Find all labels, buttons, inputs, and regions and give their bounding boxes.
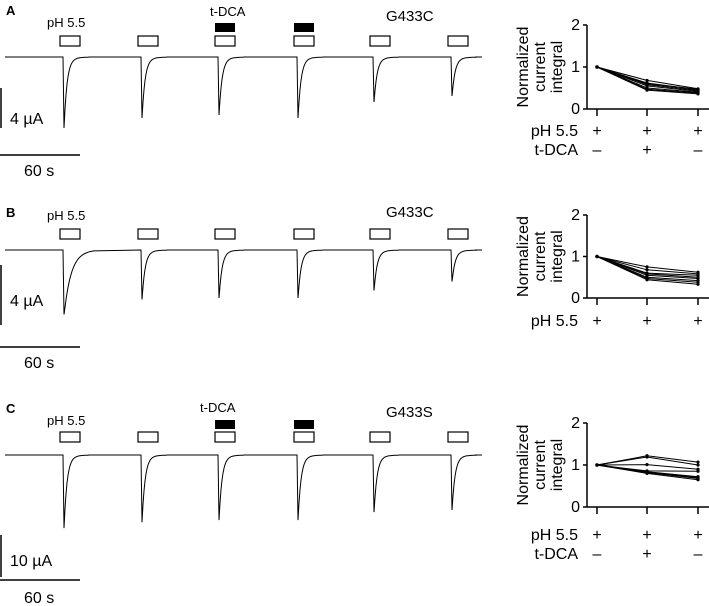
scale-current-b: 4 µA xyxy=(10,293,44,310)
condition-symbol: – xyxy=(694,142,703,159)
panel-label-a: A xyxy=(6,3,16,18)
ph-application-box xyxy=(293,431,315,443)
row-label: pH 5.5 xyxy=(531,313,578,330)
ph-application-box xyxy=(447,35,469,47)
data-point xyxy=(645,470,649,474)
y-tick-label: 0 xyxy=(571,290,580,307)
ph-application-box xyxy=(369,228,391,240)
ph-application-box xyxy=(137,35,159,47)
ph-application-box xyxy=(293,35,315,47)
data-point xyxy=(645,268,649,272)
scale-current-c: 10 µA xyxy=(10,553,52,570)
data-point xyxy=(696,476,700,480)
ph-label-c: pH 5.5 xyxy=(47,413,85,428)
y-tick-label: 0 xyxy=(571,101,580,118)
drug-label-c: t-DCA xyxy=(200,400,236,415)
row-label: t-DCA xyxy=(534,546,578,563)
data-point xyxy=(696,460,700,464)
current-trace xyxy=(5,56,482,129)
scale-time-a: 60 s xyxy=(24,163,54,180)
scale-time-c: 60 s xyxy=(24,590,54,606)
condition-symbol: – xyxy=(593,546,602,563)
y-tick-label: 2 xyxy=(571,17,580,34)
y-axis-label: Normalizedcurrentintegral xyxy=(515,216,566,297)
ph-application-box xyxy=(369,35,391,47)
condition-symbol: + xyxy=(642,123,651,140)
ph-application-box xyxy=(59,228,81,240)
ph-label-b: pH 5.5 xyxy=(47,208,85,223)
drug-application-box xyxy=(215,420,235,429)
data-point xyxy=(595,65,599,69)
mutant-label-b: G433C xyxy=(386,204,434,221)
ph-application-box xyxy=(369,431,391,443)
ph-label-a: pH 5.5 xyxy=(47,15,85,30)
ph-application-box xyxy=(214,35,236,47)
data-point xyxy=(645,265,649,269)
data-point xyxy=(645,78,649,83)
data-point xyxy=(595,254,599,259)
scale-current-a: 4 µA xyxy=(10,111,44,128)
scale-time-b: 60 s xyxy=(24,355,54,372)
data-point xyxy=(645,88,649,92)
condition-symbol: – xyxy=(694,546,703,563)
ph-application-box xyxy=(59,35,81,47)
ph-application-box xyxy=(293,228,315,240)
condition-symbol: + xyxy=(693,313,702,330)
ph-application-box xyxy=(214,431,236,443)
condition-symbol: + xyxy=(642,546,651,563)
data-point xyxy=(645,455,649,459)
ph-application-box xyxy=(137,431,159,443)
drug-application-box xyxy=(294,420,314,429)
ph-application-box xyxy=(59,431,81,443)
current-trace xyxy=(5,249,482,315)
data-point xyxy=(696,87,700,91)
ph-application-box xyxy=(447,228,469,240)
y-tick-label: 1 xyxy=(571,249,580,266)
y-tick-label: 1 xyxy=(571,59,580,76)
panel-label-b: B xyxy=(6,205,15,220)
mutant-label-a: G433C xyxy=(386,8,434,25)
condition-symbol: + xyxy=(642,527,651,544)
condition-symbol: + xyxy=(693,123,702,140)
ph-application-box xyxy=(137,228,159,240)
y-tick-label: 2 xyxy=(571,207,580,224)
data-point xyxy=(595,463,599,467)
data-point xyxy=(645,462,649,467)
condition-symbol: + xyxy=(592,123,601,140)
condition-symbol: + xyxy=(693,527,702,544)
y-tick-label: 0 xyxy=(571,499,580,516)
data-point xyxy=(696,92,700,96)
data-point xyxy=(645,278,649,282)
condition-symbol: + xyxy=(642,313,651,330)
condition-symbol: + xyxy=(642,142,651,159)
data-point xyxy=(696,469,700,473)
data-point xyxy=(645,82,649,86)
data-point xyxy=(696,282,700,286)
drug-application-box xyxy=(294,23,314,32)
row-label: pH 5.5 xyxy=(531,527,578,544)
drug-application-box xyxy=(215,23,235,32)
y-axis-label: Normalizedcurrentintegral xyxy=(515,425,566,506)
y-tick-label: 1 xyxy=(571,457,580,474)
data-point xyxy=(696,463,700,467)
ph-application-box xyxy=(214,228,236,240)
drug-label-a: t-DCA xyxy=(210,4,246,19)
row-label: t-DCA xyxy=(534,142,578,159)
ph-application-box xyxy=(447,431,469,443)
y-axis-label: Normalizedcurrentintegral xyxy=(515,27,566,108)
y-tick-label: 2 xyxy=(571,415,580,432)
condition-symbol: + xyxy=(592,527,601,544)
condition-symbol: + xyxy=(592,313,601,330)
condition-symbol: – xyxy=(593,142,602,159)
row-label: pH 5.5 xyxy=(531,123,578,140)
current-trace xyxy=(5,454,482,529)
mutant-label-c: G433S xyxy=(386,404,433,421)
panel-label-c: C xyxy=(6,401,16,416)
